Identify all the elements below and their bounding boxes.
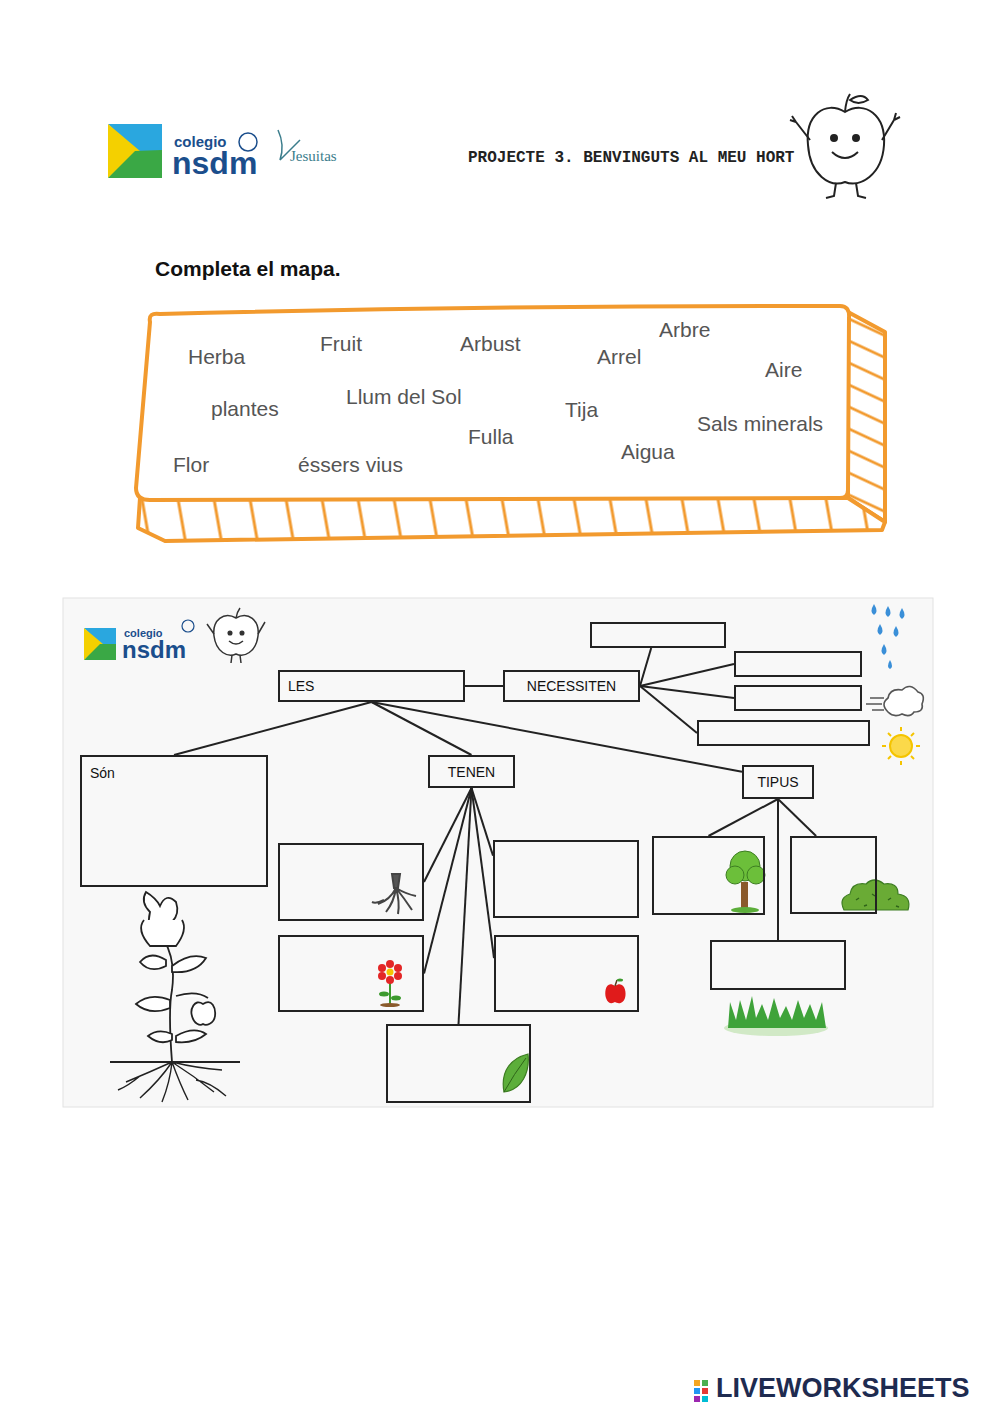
word-choice: Aigua [621,440,675,464]
word-choice: Arbre [659,318,710,342]
connector-line [465,685,503,687]
concept-label: Són [90,765,115,781]
plant-illustration [110,892,240,1102]
root-icon [372,874,416,914]
concept-box: LES [278,670,465,702]
connector-line [709,799,779,836]
concept-box [734,685,862,711]
word-choice: Fruit [320,332,362,356]
grass-icon [724,996,828,1036]
map-panel [63,598,933,1107]
word-bank-frame [136,306,885,541]
concept-box [697,720,870,746]
flower-icon [378,960,402,1007]
connector-line [640,664,734,686]
connector-line [777,799,779,940]
concept-label: NECESSITEN [527,678,616,694]
word-choice: Arbust [460,332,521,356]
connector-line [640,648,651,686]
concept-box [386,1024,531,1103]
water-drops-icon [872,604,905,669]
concept-box [734,651,862,677]
fruit-apple-icon [605,979,625,1004]
word-choice: éssers vius [298,453,403,477]
concept-box: TENEN [428,755,515,788]
concept-box: NECESSITEN [503,670,640,702]
connector-line [372,702,472,755]
connector-line [472,788,494,856]
concept-box [590,622,726,648]
word-choice: Llum del Sol [346,385,462,409]
word-choice: Sals minerals [697,412,823,436]
page-label: nsdm [172,146,257,181]
connector-line [424,788,472,974]
concept-box [278,843,424,921]
connector-line [640,686,734,698]
connector-line [174,702,372,755]
concept-box: TIPUS [742,765,814,799]
concept-box: Són [80,755,268,887]
concept-label: LES [288,678,314,694]
apple-mascot-small [207,608,265,663]
worksheet-title: Completa el mapa. [155,257,341,280]
concept-label: TENEN [448,764,495,780]
word-bank: Herba Fruit ArbustArrel ArbreAire plantes Llu… [128,300,888,545]
page-label: LIVEWORKSHEETS [716,1374,970,1404]
concept-box [710,940,846,990]
concept-label: TIPUS [757,774,798,790]
liveworksheets-mark [694,1380,708,1402]
tree-icon [726,851,765,913]
sun-icon [882,727,920,765]
word-choice: Herba [188,345,245,369]
leaf-icon [503,1054,528,1092]
connector-line [459,788,472,1024]
connector-line [424,788,472,882]
concept-box [493,840,639,918]
word-choice: Tija [565,398,598,422]
word-choice: Aire [765,358,802,382]
concept-box [494,935,639,1012]
word-choice: Arrel [597,345,641,369]
connector-line [472,788,495,958]
apple-mascot [790,94,900,198]
word-choice: Fulla [468,425,514,449]
page-label: nsdm [122,637,186,663]
air-cloud-icon [866,686,923,715]
concept-box [790,836,877,914]
page-label: Jesuitas [290,148,337,165]
connector-line [640,686,697,733]
word-choice: Flor [173,453,209,477]
concept-box [652,836,765,915]
connector-line [778,799,816,836]
concept-box [278,935,424,1012]
word-choice: plantes [211,397,279,421]
page-label: PROJECTE 3. BENVINGUTS AL MEU HORT [468,150,794,168]
